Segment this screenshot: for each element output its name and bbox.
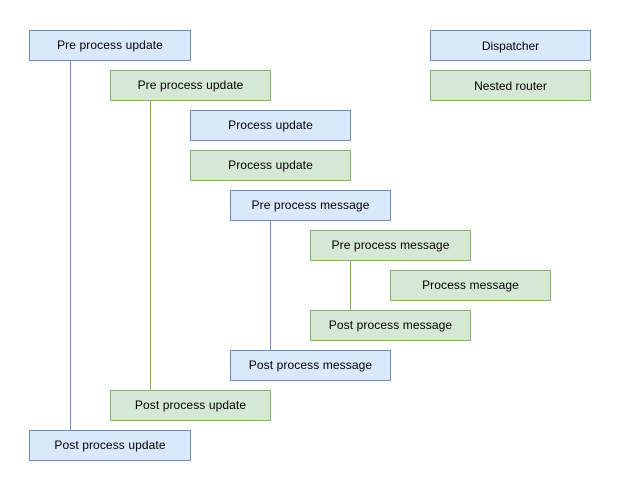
legend-item-dispatcher[interactable]: Dispatcher [430, 30, 591, 61]
node-label: Post process update [134, 398, 247, 413]
node-label: Pre process update [137, 78, 244, 93]
node-label: Post process message [328, 318, 453, 333]
node-label: Process update [228, 118, 313, 133]
node-box[interactable]: Pre process update [110, 70, 271, 101]
node-box[interactable]: Post process message [230, 350, 391, 381]
node-box[interactable]: Pre process message [230, 190, 391, 221]
connector-router-update-span [150, 101, 151, 390]
node-box[interactable]: Pre process update [29, 30, 191, 61]
connector-dispatcher-message-span [270, 221, 271, 350]
node-label: Post process message [248, 358, 373, 373]
node-label: Process update [228, 158, 313, 173]
node-box[interactable]: Pre process message [310, 230, 471, 261]
node-label: Process message [422, 278, 519, 293]
connector-router-message-span [350, 261, 351, 310]
legend-item-label: Nested router [474, 78, 547, 93]
node-label: Pre process update [57, 38, 163, 53]
connector-dispatcher-update-span [70, 61, 71, 430]
legend-item-nested-router[interactable]: Nested router [430, 70, 591, 101]
node-box[interactable]: Process update [190, 150, 351, 181]
node-box[interactable]: Post process update [29, 430, 191, 461]
node-box[interactable]: Process update [190, 110, 351, 141]
node-box[interactable]: Process message [390, 270, 551, 301]
node-label: Pre process message [251, 198, 370, 213]
legend-item-label: Dispatcher [481, 38, 540, 53]
node-box[interactable]: Post process message [310, 310, 471, 341]
node-label: Post process update [54, 438, 166, 453]
node-box[interactable]: Post process update [110, 390, 271, 421]
node-label: Pre process message [331, 238, 450, 253]
